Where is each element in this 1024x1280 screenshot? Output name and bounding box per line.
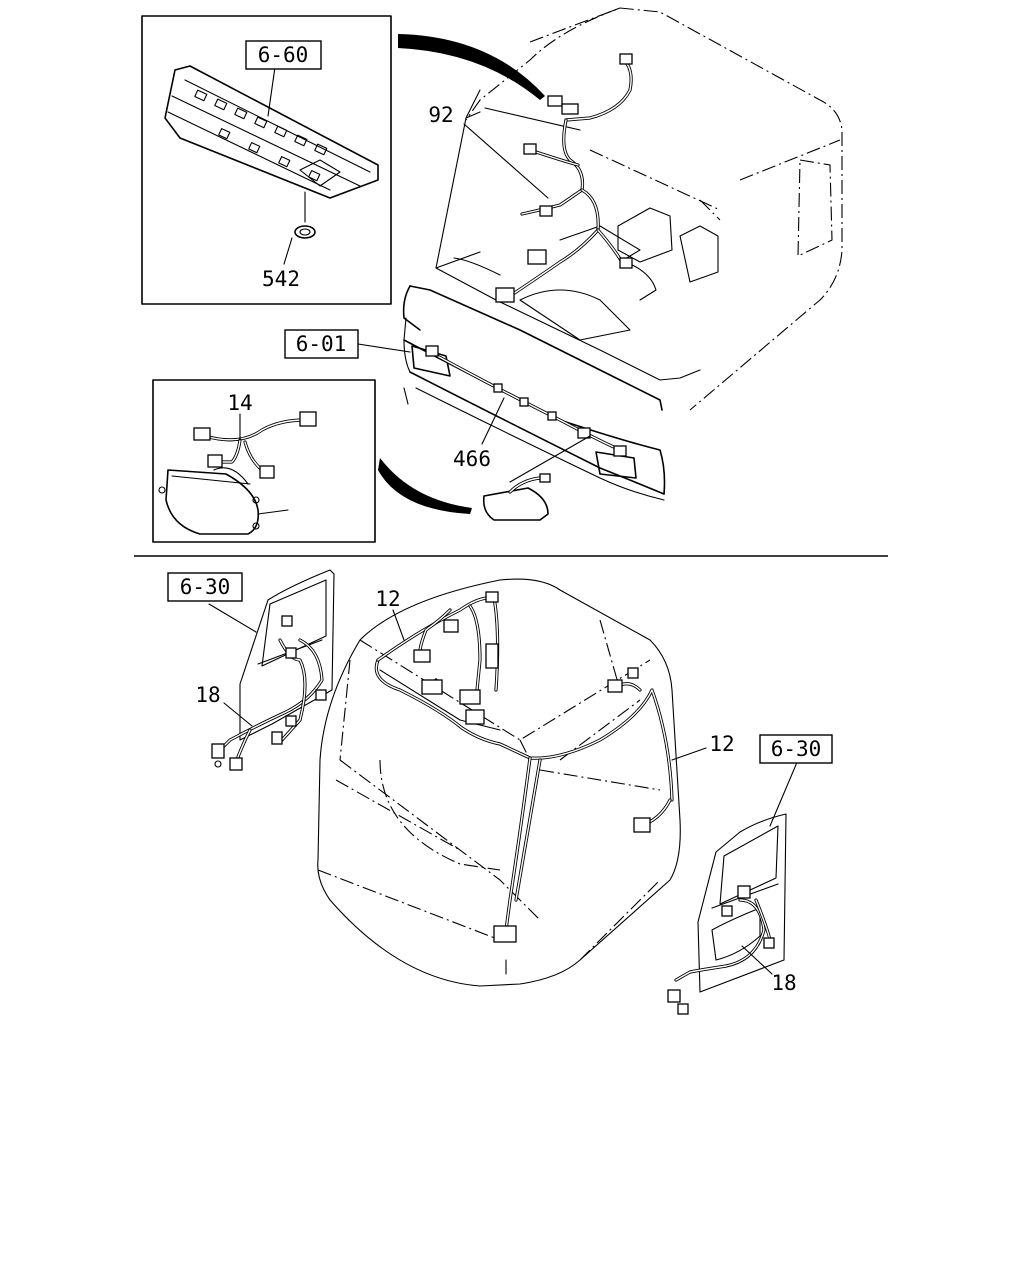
- part-12-left-label: 12: [375, 587, 400, 611]
- callout-6-01: 6-01: [284, 329, 359, 359]
- headlamp-inset: [152, 379, 376, 543]
- headlamp-harness: [193, 411, 317, 479]
- callout-6-30-left-text: 6-30: [180, 575, 231, 599]
- grille-inset: [141, 15, 392, 305]
- left-door: [211, 569, 335, 771]
- callout-6-60: 6-60: [245, 40, 322, 70]
- grommet-icon: [294, 225, 316, 239]
- part-18-right-label: 18: [771, 971, 796, 995]
- part-12-right-label: 12: [709, 732, 734, 756]
- callout-6-30-right: 6-30: [759, 734, 833, 764]
- callout-6-30-right-text: 6-30: [771, 737, 822, 761]
- part-14-label: 14: [227, 391, 252, 415]
- front-fog-lamp: [482, 473, 551, 521]
- dash-harness: [495, 53, 633, 303]
- part-92-label: 92: [428, 103, 453, 127]
- arrow-headlamp-to-cab: [378, 458, 472, 514]
- rear-cab: [317, 578, 681, 987]
- grille-panel: [164, 65, 379, 199]
- arrow-grille-to-cab: [398, 34, 545, 100]
- front-panel-harness: [425, 345, 627, 483]
- part-542-label: 542: [262, 267, 300, 291]
- headlamp-unit: [158, 467, 260, 535]
- part-466-label: 466: [453, 447, 491, 471]
- callout-6-01-text: 6-01: [296, 332, 347, 356]
- callout-6-30-left: 6-30: [167, 572, 243, 602]
- roof-harness: [374, 591, 674, 975]
- right-door: [667, 813, 787, 1015]
- front-cab: [402, 7, 843, 501]
- callout-6-60-text: 6-60: [258, 43, 309, 67]
- part-18-left-label: 18: [195, 683, 220, 707]
